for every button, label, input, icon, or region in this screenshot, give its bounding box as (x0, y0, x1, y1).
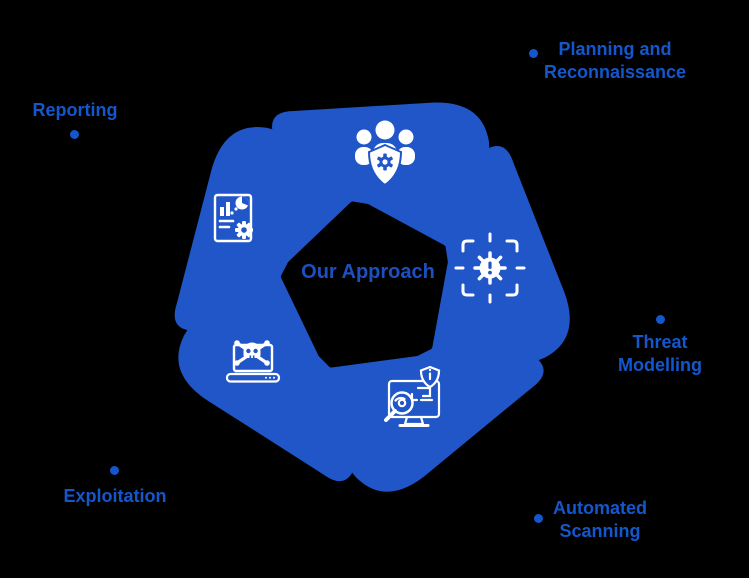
label-reporting: Reporting (5, 99, 145, 122)
blade-reporting (174, 127, 368, 331)
label-exploitation-line1: Exploitation (63, 486, 167, 506)
label-reporting-line1: Reporting (32, 100, 118, 120)
label-threat-line2: Modelling (618, 355, 702, 375)
diagram-center-title: Our Approach (301, 261, 435, 283)
blade-scanning (311, 328, 544, 492)
report-chart-icon (213, 193, 253, 243)
label-planning-line1: Planning and (558, 39, 672, 59)
label-scanning: Automated Scanning (505, 497, 695, 543)
team-shield-icon (355, 120, 415, 187)
label-threat: Threat Modelling (575, 331, 745, 377)
label-planning: Planning and Reconnaissance (500, 38, 730, 84)
bullet-planning (529, 49, 538, 58)
bullet-reporting (70, 130, 79, 139)
scan-monitor-icon (384, 365, 441, 427)
label-scanning-line1: Automated (553, 498, 647, 518)
bullet-threat (656, 315, 665, 324)
label-scanning-line2: Scanning (559, 521, 641, 541)
bullet-exploitation (110, 466, 119, 475)
label-threat-line1: Threat (632, 332, 688, 352)
virus-target-icon (454, 232, 526, 304)
label-planning-line2: Reconnaissance (543, 62, 687, 82)
bullet-scanning (534, 514, 543, 523)
laptop-skull-icon (225, 340, 281, 383)
label-exploitation: Exploitation (35, 485, 195, 508)
